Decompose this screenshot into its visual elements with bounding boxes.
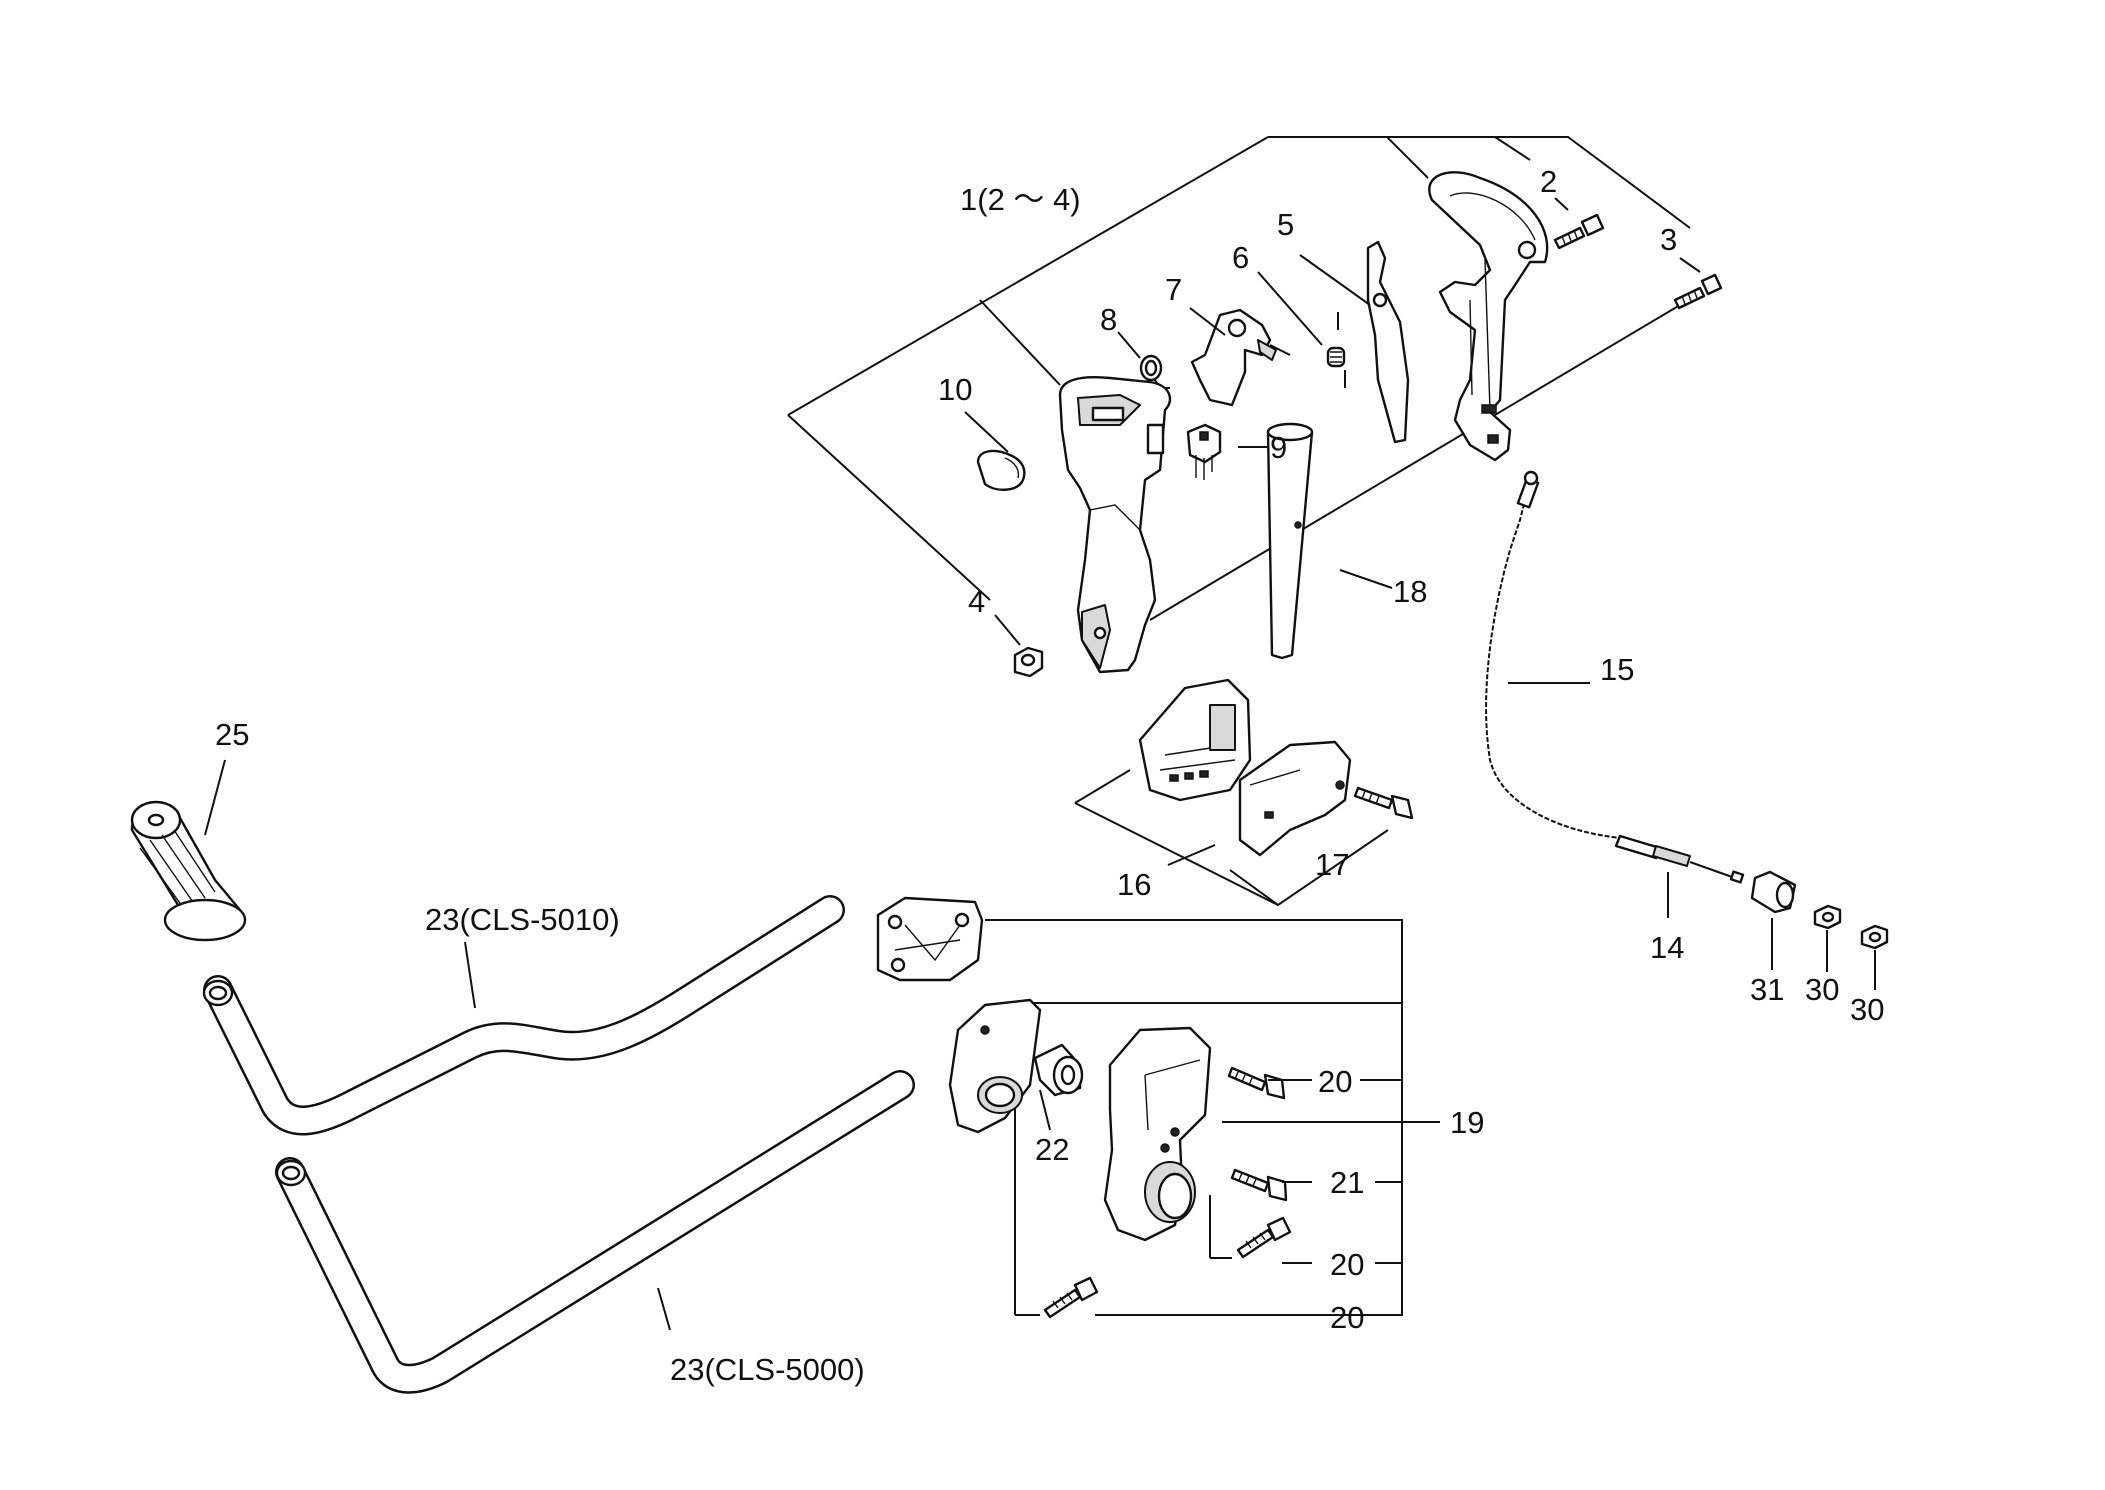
leader-lines [204, 197, 1876, 1331]
callout-15: 15 [1600, 652, 1634, 687]
part-16-bracket-right [1238, 740, 1352, 857]
part-front-handle-half [1058, 376, 1172, 674]
part-19-clamp-body [1103, 1026, 1212, 1242]
callout-3: 3 [1660, 222, 1677, 257]
callout-30-a: 30 [1805, 972, 1839, 1007]
callout-labels: 1(2 〜 4) 2 3 4 5 6 7 8 9 10 14 15 16 17 … [215, 164, 1884, 1387]
callout-4: 4 [968, 584, 985, 619]
part-screw-2 [1553, 213, 1605, 250]
callout-19: 19 [1450, 1105, 1484, 1140]
part-10-button [976, 449, 1026, 491]
part-22-collar [1033, 1043, 1084, 1097]
part-20-bolt-c [1043, 1276, 1099, 1319]
callout-9: 9 [1270, 430, 1287, 465]
part-17-bolt [1353, 786, 1414, 820]
callout-5: 5 [1277, 207, 1294, 242]
part-25-grip [130, 800, 247, 942]
part-15-throttle-cable [1484, 470, 1621, 840]
callout-6: 6 [1232, 240, 1249, 275]
part-5-throttle-lever [1366, 240, 1410, 444]
callout-16: 16 [1117, 867, 1151, 902]
callout-21: 21 [1330, 1165, 1364, 1200]
part-20-bolt-a [1227, 1066, 1286, 1100]
callout-22: 22 [1035, 1132, 1069, 1167]
part-9-switch [1186, 423, 1222, 480]
part-8-small-spring [1139, 354, 1170, 389]
callout-30-b: 30 [1850, 992, 1884, 1027]
part-16-bracket-left [1138, 678, 1252, 802]
callout-2: 2 [1540, 164, 1557, 199]
part-18-tube [1266, 422, 1314, 660]
assembly-bracket-lines [787, 136, 1691, 1316]
callout-14: 14 [1650, 930, 1684, 965]
callout-8: 8 [1100, 302, 1117, 337]
callout-7: 7 [1165, 272, 1182, 307]
part-7-trigger [1190, 308, 1291, 407]
callout-31: 31 [1750, 972, 1784, 1007]
part-6-spring [1326, 312, 1346, 388]
part-30-nut-a [1813, 904, 1842, 930]
part-4-nut [1013, 646, 1044, 678]
part-14-cable-adjuster [1614, 834, 1745, 884]
callout-17: 17 [1315, 847, 1349, 882]
part-23-handle-bar-cls5000 [275, 1070, 915, 1394]
callout-20-b: 20 [1330, 1247, 1364, 1282]
part-21-bolt [1230, 1168, 1288, 1202]
callout-1: 1(2 〜 4) [960, 182, 1081, 217]
part-23-handle-bar-cls5010 [202, 895, 845, 1136]
callout-20-a: 20 [1318, 1064, 1352, 1099]
part-30-nut-b [1860, 924, 1889, 950]
callout-20-c: 20 [1330, 1300, 1364, 1335]
part-31-cable-cover [1750, 870, 1797, 914]
callout-18: 18 [1393, 574, 1427, 609]
part-19-clamp-left [948, 998, 1042, 1134]
callout-10: 10 [938, 372, 972, 407]
part-20-bolt-b [1236, 1216, 1292, 1259]
part-2-rear-handle-half [1428, 171, 1549, 462]
part-3-screw [1673, 273, 1723, 310]
callout-23-cls5010: 23(CLS-5010) [425, 902, 620, 937]
callout-23-cls5000: 23(CLS-5000) [670, 1352, 865, 1387]
part-19-clamp-upper [876, 896, 984, 982]
callout-25: 25 [215, 717, 249, 752]
